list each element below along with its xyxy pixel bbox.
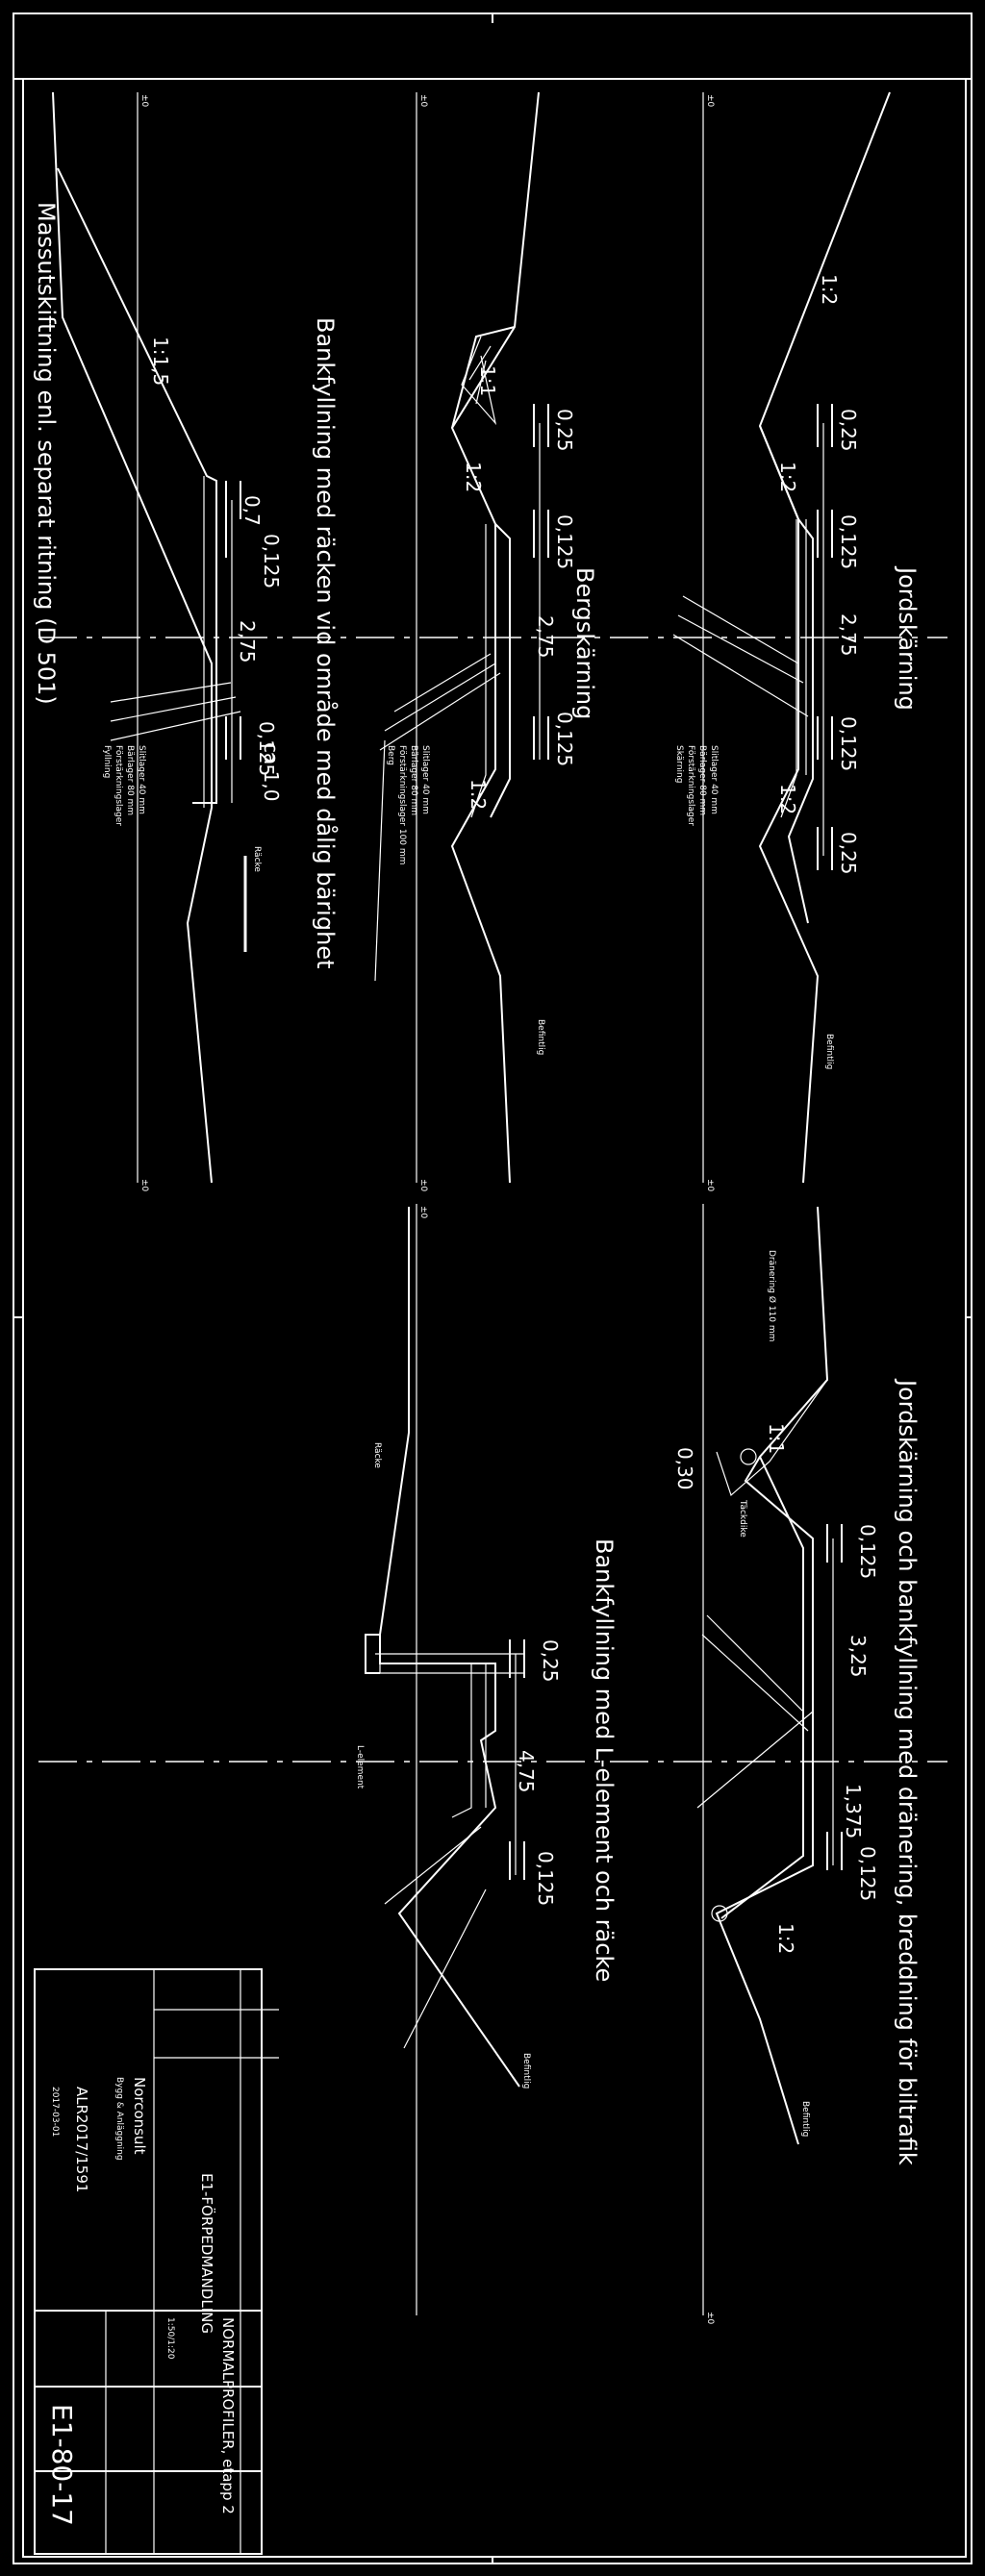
slope-label: 1:2: [776, 462, 799, 492]
dimension: 4,75: [515, 1750, 538, 1793]
date: 2017-03-01: [50, 2087, 60, 2137]
offset-label: 0,30: [673, 1447, 696, 1490]
dimension: 0,125: [856, 1524, 879, 1579]
dimension: 0,25: [539, 1639, 562, 1683]
dimension: ca 1,0: [260, 742, 283, 801]
slope-label: 1:1: [476, 365, 499, 396]
level-marker: ±0: [705, 94, 715, 108]
dimension: 0,125: [837, 514, 860, 569]
annotation: L-element: [355, 1745, 365, 1789]
layer-label: Förstärkningslager: [686, 745, 695, 826]
layer-label: Bärlager 80 mm: [125, 745, 135, 815]
annotation: Dränering Ø 110 mm: [767, 1250, 777, 1341]
level-marker: ±0: [705, 1179, 715, 1192]
level-marker: ±0: [139, 94, 149, 108]
annotation: Befintlig: [800, 2101, 810, 2137]
dimension: 2,75: [534, 615, 557, 659]
dimension: 0,125: [553, 514, 576, 569]
layer-callouts: Slitlager 40 mm Bärlager 80 mm Förstärkn…: [386, 745, 430, 864]
side-note: Massutskiftning enl. separat ritning (D …: [33, 202, 60, 705]
dimension: 0,125: [856, 1846, 879, 1901]
dimension-ticks: [817, 404, 833, 870]
drawing-number: ALR2017/1591: [73, 2087, 90, 2192]
scale: 1:50/1:20: [165, 2317, 175, 2360]
level-marker: ±0: [705, 2312, 715, 2325]
annotation: Räcke: [372, 1442, 382, 1468]
level-marker: ±0: [418, 94, 428, 108]
dimension: 1,375: [842, 1784, 865, 1838]
section-bankfyllning-racke: Bankfyllning med räcken vid område med d…: [33, 91, 340, 1184]
dimension: 0,7: [240, 495, 264, 526]
railing-label: Räcke: [252, 846, 262, 872]
section-title: Jordskärning: [894, 565, 921, 711]
layer-callouts: Slitlager 40 mm Bärlager 80 mm Förstärkn…: [674, 745, 719, 826]
slope-label: 1:2: [776, 784, 799, 814]
dimension: 0,125: [837, 716, 860, 771]
layer-label: Slitlager 40 mm: [709, 745, 719, 814]
section-title: Bankfyllning med L-element och räcke: [591, 1538, 618, 1982]
layer-label: Berg: [386, 745, 395, 765]
layer-label: Slitlager 40 mm: [137, 745, 146, 814]
dimension-ticks: [509, 1639, 525, 1880]
layer-label: Bärlager 80 mm: [409, 745, 418, 815]
layer-label: Bärlager 80 mm: [697, 745, 707, 815]
slope-label: 1:2: [467, 779, 490, 810]
layer-label: Förstärkningslager 100 mm: [397, 745, 407, 864]
section-title: Bergskärning: [571, 567, 598, 719]
company-subtitle: Bygg & Anläggning: [114, 2077, 124, 2161]
layer-callouts: Slitlager 40 mm Bärlager 80 mm Förstärkn…: [102, 745, 146, 826]
ground-label: Befintlig: [824, 1034, 834, 1069]
dimension: 0,125: [534, 1851, 557, 1906]
title-block: E1-FÖRPEDMANDLING NORMALPROFILER, etapp …: [34, 1968, 279, 2555]
level-markers: ±0 ±0 ±0 ±0 ±0 ±0 ±0 ±0: [139, 94, 715, 2325]
reference-lines: [38, 92, 947, 2315]
layer-label: Förstärkningslager: [114, 745, 123, 826]
project-name: E1-FÖRPEDMANDLING: [198, 2173, 216, 2334]
dimension-ticks: [225, 481, 241, 803]
annotation: Befintlig: [521, 2053, 531, 2088]
layer-label: Slitlager 40 mm: [420, 745, 430, 814]
slope-label: 1:1: [765, 1423, 788, 1454]
slope-label: 1:1,5: [149, 337, 172, 386]
dimension: 0,25: [553, 409, 576, 452]
dimension: 2,75: [837, 613, 860, 657]
slope-label: 1:2: [462, 462, 485, 492]
section-jordskarning-bankfyllning: Jordskärning och bankfyllning med dräner…: [673, 1206, 921, 2165]
dimension: 0,25: [837, 409, 860, 452]
dimension-ticks: [826, 1524, 843, 1870]
dimension: 2,75: [236, 620, 259, 663]
layer-label: Skärning: [674, 745, 684, 783]
dimension: 3,25: [846, 1635, 870, 1678]
section-title: Jordskärning och bankfyllning med dräner…: [894, 1378, 921, 2165]
sheet-id: E1-80-17: [46, 2404, 78, 2526]
section-bankfyllning-l-element: Bankfyllning med L-element och räcke 0,2…: [355, 1207, 618, 2088]
level-marker: ±0: [418, 1206, 428, 1219]
level-marker: ±0: [418, 1179, 428, 1192]
dimension: 0,125: [553, 712, 576, 766]
company-logo-text: Norconsult: [131, 2077, 148, 2155]
section-title: Bankfyllning med räcken vid område med d…: [312, 317, 340, 968]
sheet-frame: [13, 13, 972, 2564]
level-marker: ±0: [139, 1179, 149, 1192]
slope-label: 1:2: [818, 274, 841, 305]
section-jordskarning: Jordskärning 1:2 1:2 1:2 0,25 0,125 2,75…: [672, 91, 921, 1184]
ground-label: Befintlig: [536, 1019, 545, 1055]
slope-label: 1:2: [774, 1923, 797, 1954]
annotation: Täckdike: [738, 1499, 747, 1538]
dimension: 0,125: [260, 534, 283, 588]
dimension: 0,125: [255, 721, 278, 776]
dimension: 0,25: [837, 832, 860, 875]
drawing-title: NORMALPROFILER, etapp 2: [219, 2317, 237, 2514]
dimension-ticks: [533, 404, 549, 760]
section-bergskarning: Bergskärning 1:1 1:2 1:2 0,25 0,125 2,75…: [374, 91, 598, 1184]
layer-label: Fyllning: [102, 745, 112, 778]
